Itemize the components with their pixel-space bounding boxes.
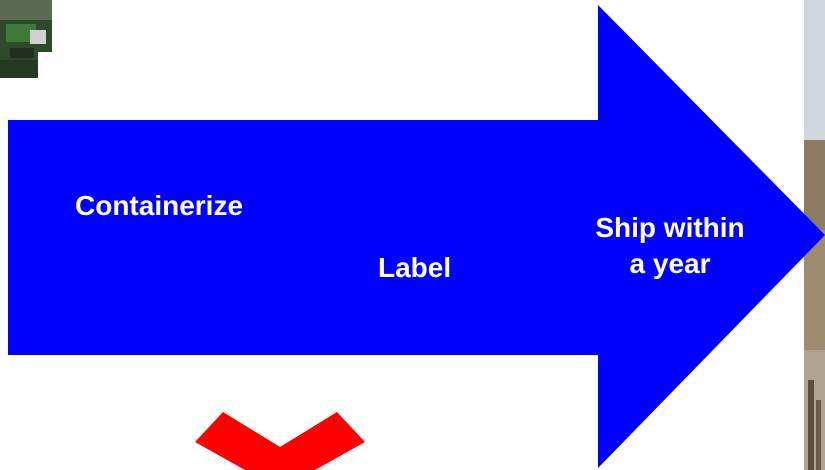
step-containerize: Containerize	[75, 190, 244, 221]
step-ship-within-a-year: Ship within a year	[560, 210, 780, 282]
step-ship-line-2: a year	[629, 248, 711, 279]
circuit-board-image	[0, 0, 52, 78]
red-x-icon	[195, 412, 365, 470]
arrow-shape	[8, 5, 825, 468]
step-label: Label	[378, 252, 452, 283]
step-ship-line-1: Ship within	[595, 212, 745, 243]
circuit-board-photo	[0, 0, 52, 78]
